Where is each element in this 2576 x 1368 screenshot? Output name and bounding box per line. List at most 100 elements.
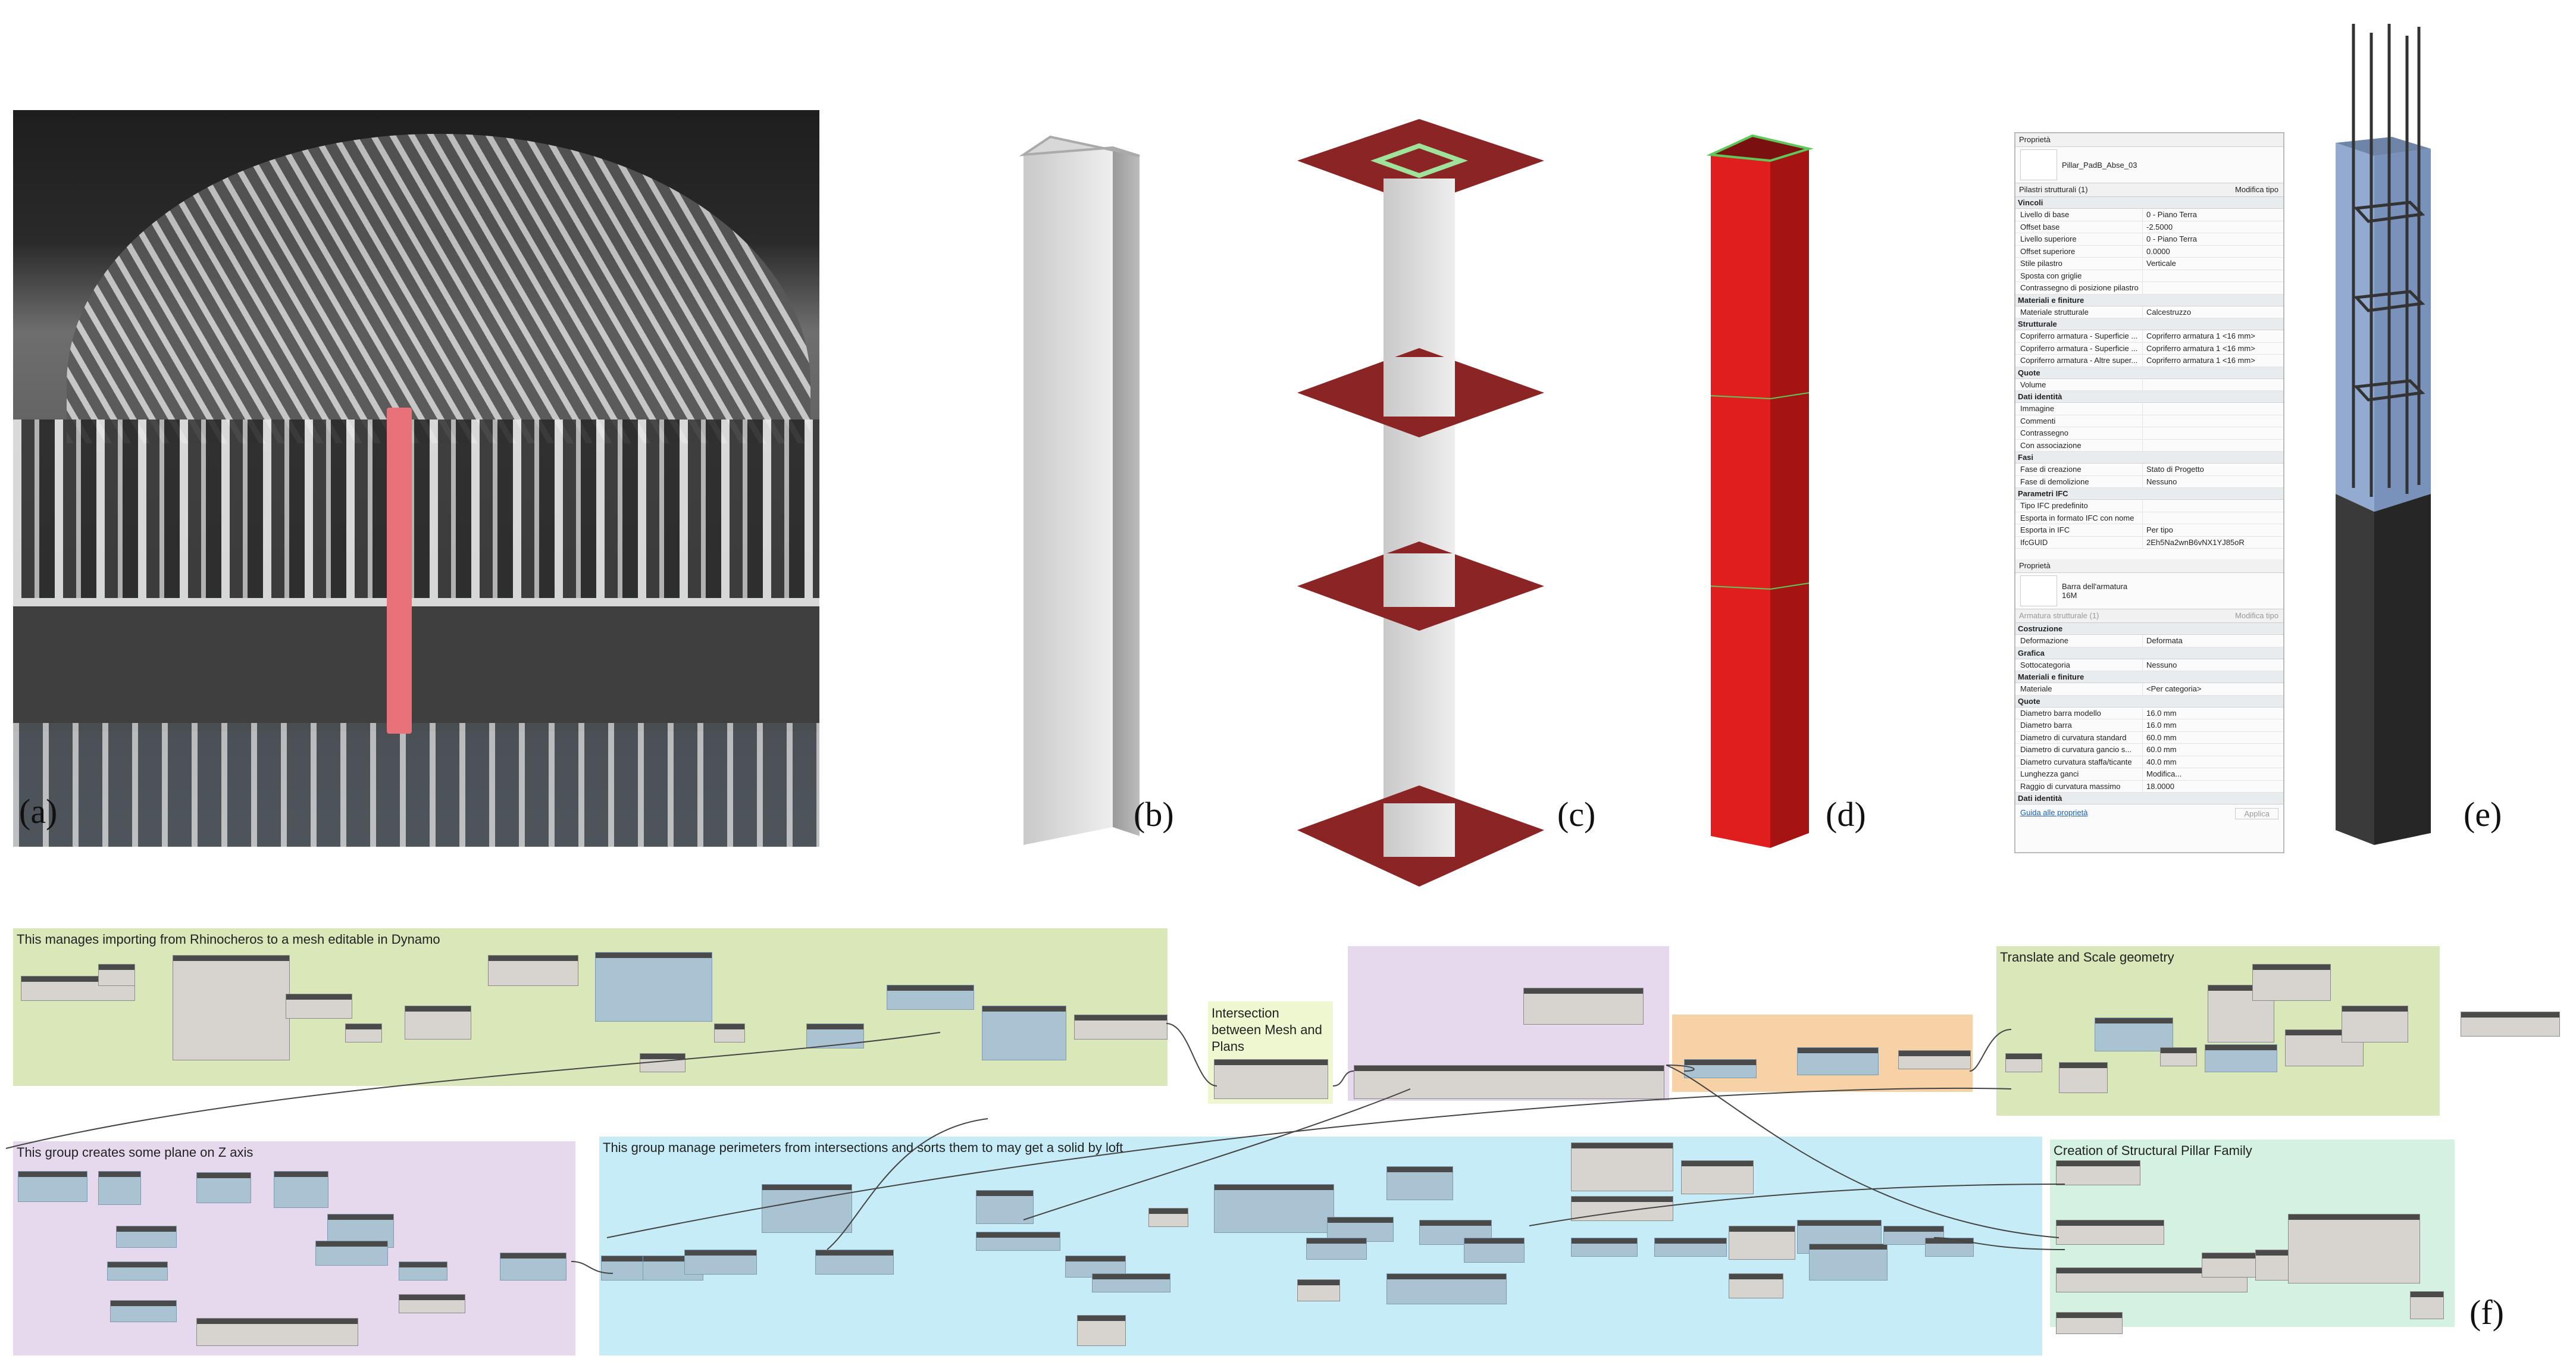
property-value[interactable]: Calcestruzzo (2142, 306, 2283, 318)
node-header[interactable] (685, 1250, 756, 1256)
node-header[interactable] (715, 1024, 744, 1029)
node-header[interactable] (1093, 1274, 1170, 1279)
property-value[interactable]: Per tipo (2142, 524, 2283, 536)
node-header[interactable] (2006, 1054, 2042, 1059)
property-value[interactable]: 16.0 mm (2142, 719, 2283, 731)
node-header[interactable] (316, 1241, 387, 1247)
dynamo-node[interactable] (2461, 1012, 2560, 1037)
property-value[interactable] (2142, 439, 2283, 451)
property-value[interactable] (2142, 403, 2283, 415)
node-header[interactable] (762, 1185, 852, 1190)
dynamo-node[interactable] (1092, 1273, 1170, 1292)
dynamo-node[interactable] (1074, 1015, 1168, 1040)
property-row[interactable]: Materiale<Per categoria> (2015, 683, 2283, 696)
dynamo-node[interactable] (1925, 1238, 1974, 1257)
node-header[interactable] (1078, 1316, 1125, 1321)
node-header[interactable] (99, 1172, 140, 1177)
property-group[interactable]: Vincoli (2015, 197, 2283, 209)
node-header[interactable] (1328, 1217, 1393, 1223)
property-row[interactable]: Contrassegno di posizione pilastro (2015, 282, 2283, 295)
property-value[interactable]: 0 - Piano Terra (2142, 209, 2283, 221)
node-header[interactable] (399, 1262, 447, 1267)
dynamo-node[interactable] (196, 1318, 358, 1346)
node-header[interactable] (2059, 1063, 2107, 1068)
dynamo-node[interactable] (1148, 1208, 1188, 1227)
property-value[interactable]: 0.0000 (2142, 245, 2283, 257)
dynamo-node[interactable] (640, 1053, 686, 1072)
dynamo-node[interactable] (684, 1250, 757, 1275)
node-header[interactable] (982, 1006, 1066, 1012)
dynamo-node[interactable] (405, 1006, 471, 1040)
dynamo-node[interactable] (110, 1300, 177, 1322)
node-header[interactable] (197, 1319, 358, 1324)
node-header[interactable] (2057, 1161, 2140, 1166)
apply-button[interactable]: Applica (2235, 808, 2278, 819)
node-header[interactable] (18, 1172, 87, 1177)
dynamo-node[interactable] (2059, 1062, 2108, 1093)
property-row[interactable]: Immagine (2015, 403, 2283, 415)
dynamo-node[interactable] (1214, 1184, 1334, 1233)
node-header[interactable] (2057, 1268, 2247, 1273)
dynamo-node[interactable] (399, 1261, 447, 1281)
node-header[interactable] (274, 1172, 328, 1177)
property-value[interactable]: Stato di Progetto (2142, 464, 2283, 475)
node-header[interactable] (2256, 1250, 2315, 1256)
dynamo-node[interactable] (2342, 1006, 2408, 1043)
node-header[interactable] (117, 1226, 176, 1232)
node-header[interactable] (2289, 1214, 2420, 1220)
property-group[interactable]: Dati identità (2015, 391, 2283, 403)
property-group[interactable]: Materiali e finiture (2015, 294, 2283, 306)
node-header[interactable] (1926, 1238, 1973, 1244)
dynamo-node[interactable] (18, 1171, 87, 1202)
node-header[interactable] (1729, 1274, 1783, 1279)
dynamo-node[interactable] (595, 952, 712, 1022)
property-group[interactable]: Materiali e finiture (2015, 671, 2283, 683)
dynamo-node[interactable] (1898, 1050, 1971, 1069)
node-header[interactable] (2057, 1313, 2122, 1318)
node-header[interactable] (643, 1256, 703, 1261)
property-value[interactable]: Copriferro armatura 1 <16 mm> (2142, 342, 2283, 354)
dynamo-node[interactable] (196, 1172, 251, 1203)
property-row[interactable]: Tipo IFC predefinito (2015, 500, 2283, 512)
dynamo-node[interactable] (116, 1226, 177, 1248)
properties-help-link[interactable]: Guida alle proprietà (2020, 808, 2088, 817)
edit-type-button[interactable]: Modifica tipo (2235, 185, 2278, 194)
dynamo-node[interactable] (1729, 1273, 1783, 1298)
node-header[interactable] (1729, 1226, 1795, 1232)
dynamo-node[interactable] (2056, 1220, 2164, 1245)
property-value[interactable] (2142, 500, 2283, 512)
property-row[interactable]: Sposta con griglie (2015, 270, 2283, 282)
dynamo-node[interactable] (21, 976, 135, 1001)
dynamo-node[interactable] (815, 1250, 894, 1275)
dynamo-node[interactable] (2288, 1214, 2420, 1284)
node-header[interactable] (2461, 1012, 2559, 1018)
node-header[interactable] (489, 956, 578, 961)
property-value[interactable]: 60.0 mm (2142, 731, 2283, 743)
node-header[interactable] (286, 994, 352, 1000)
dynamo-node[interactable] (1729, 1226, 1795, 1260)
dynamo-node[interactable] (107, 1261, 168, 1281)
dynamo-node[interactable] (286, 994, 352, 1019)
dynamo-node[interactable] (2252, 964, 2331, 1001)
dynamo-node[interactable] (1386, 1273, 1507, 1304)
dynamo-node[interactable] (1571, 1142, 1673, 1191)
dynamo-node[interactable] (345, 1023, 382, 1043)
node-header[interactable] (976, 1191, 1033, 1196)
property-value[interactable]: 18.0000 (2142, 780, 2283, 792)
node-header[interactable] (1307, 1238, 1366, 1244)
property-group[interactable]: Costruzione (2015, 623, 2283, 635)
dynamo-node[interactable] (98, 964, 135, 986)
property-row[interactable]: Copriferro armatura - Altre super...Copr… (2015, 355, 2283, 367)
node-header[interactable] (2253, 965, 2330, 970)
property-value[interactable]: 40.0 mm (2142, 756, 2283, 768)
node-header[interactable] (1884, 1226, 1943, 1232)
property-group[interactable]: Fasi (2015, 452, 2283, 464)
node-header[interactable] (2342, 1006, 2408, 1012)
